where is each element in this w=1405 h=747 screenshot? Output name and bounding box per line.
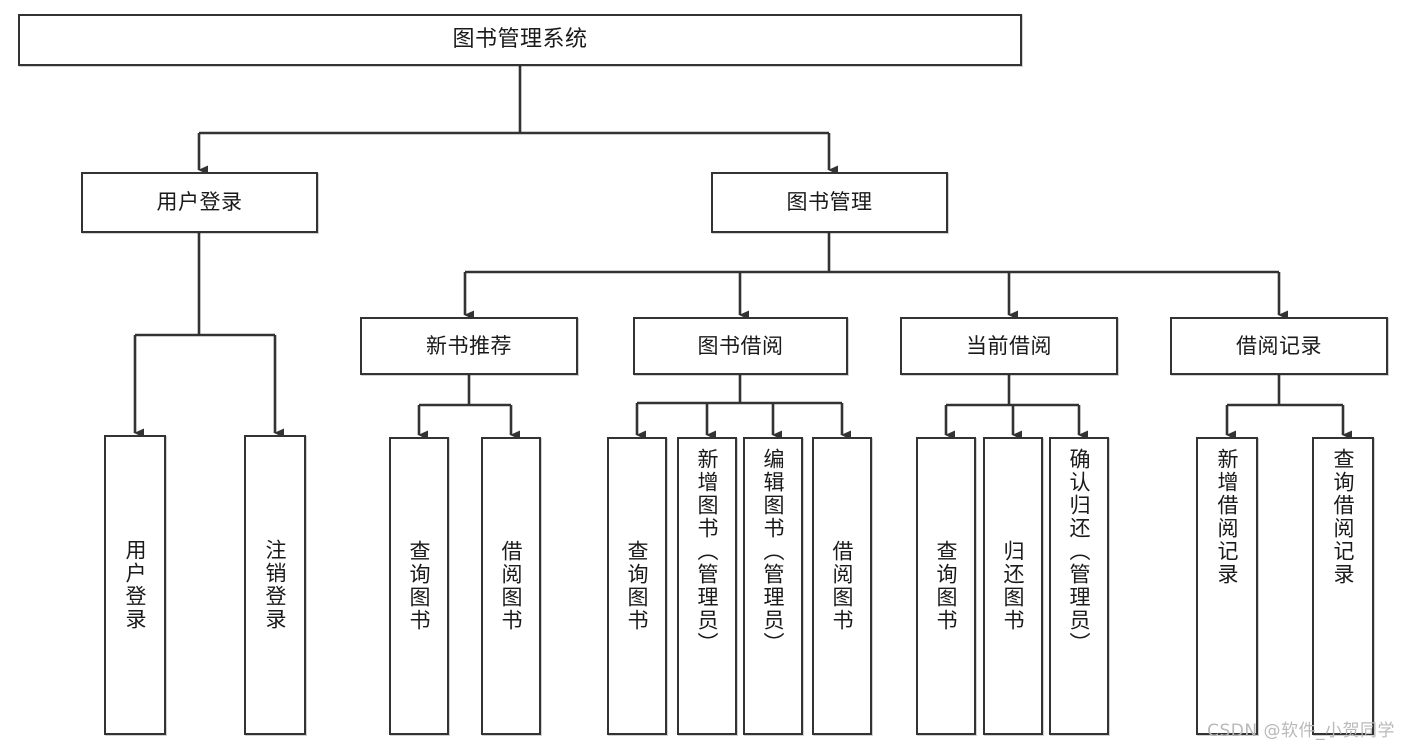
watermark: CSDN @软件_小贺同学 xyxy=(1207,721,1395,741)
node-level3-1-label: 图书借阅 xyxy=(697,333,784,358)
connector-edges xyxy=(133,66,1352,440)
node-leaf-6-label: 编辑图书（管理员） xyxy=(761,448,786,655)
node-root-system[interactable]: 图书管理系统 xyxy=(18,14,1022,66)
node-level3-3[interactable]: 借阅记录 xyxy=(1170,317,1388,375)
node-level3-2[interactable]: 当前借阅 xyxy=(900,317,1118,375)
node-leaf-10-label: 确认归还（管理员） xyxy=(1067,448,1092,655)
node-leaf-0[interactable]: 用户登录 xyxy=(104,435,166,735)
node-leaf-2[interactable]: 查询图书 xyxy=(389,437,449,735)
node-leaf-1-label: 注销登录 xyxy=(263,539,288,631)
node-leaf-8[interactable]: 查询图书 xyxy=(916,437,976,735)
node-leaf-4[interactable]: 查询图书 xyxy=(607,437,667,735)
node-leaf-11[interactable]: 新增借阅记录 xyxy=(1196,437,1258,735)
node-leaf-3-label: 借阅图书 xyxy=(499,540,524,632)
node-level2-0[interactable]: 用户登录 xyxy=(81,172,318,233)
node-leaf-3[interactable]: 借阅图书 xyxy=(481,437,541,735)
node-level2-0-label: 用户登录 xyxy=(156,190,243,215)
node-level3-3-label: 借阅记录 xyxy=(1236,333,1322,358)
node-leaf-7-label: 借阅图书 xyxy=(830,540,855,632)
node-level3-1[interactable]: 图书借阅 xyxy=(633,317,848,375)
node-level2-1-label: 图书管理 xyxy=(786,190,873,215)
node-root-system-label: 图书管理系统 xyxy=(452,27,588,53)
node-leaf-11-label: 新增借阅记录 xyxy=(1215,448,1240,586)
node-leaf-8-label: 查询图书 xyxy=(934,540,959,632)
node-leaf-9-label: 归还图书 xyxy=(1001,540,1026,632)
node-leaf-6[interactable]: 编辑图书（管理员） xyxy=(743,437,803,735)
node-leaf-12-label: 查询借阅记录 xyxy=(1331,448,1356,586)
node-level3-0-label: 新书推荐 xyxy=(426,333,512,358)
node-leaf-7[interactable]: 借阅图书 xyxy=(812,437,872,735)
node-leaf-1[interactable]: 注销登录 xyxy=(244,435,306,735)
node-leaf-9[interactable]: 归还图书 xyxy=(983,437,1043,735)
node-leaf-10[interactable]: 确认归还（管理员） xyxy=(1049,437,1109,735)
node-leaf-5-label: 新增图书（管理员） xyxy=(695,448,720,655)
node-leaf-4-label: 查询图书 xyxy=(625,540,650,632)
node-level3-2-label: 当前借阅 xyxy=(966,333,1052,358)
node-leaf-12[interactable]: 查询借阅记录 xyxy=(1312,437,1374,735)
node-leaf-0-label: 用户登录 xyxy=(123,539,148,631)
node-leaf-5[interactable]: 新增图书（管理员） xyxy=(677,437,737,735)
node-leaf-2-label: 查询图书 xyxy=(407,540,432,632)
node-level3-0[interactable]: 新书推荐 xyxy=(360,317,578,375)
node-level2-1[interactable]: 图书管理 xyxy=(711,172,948,233)
